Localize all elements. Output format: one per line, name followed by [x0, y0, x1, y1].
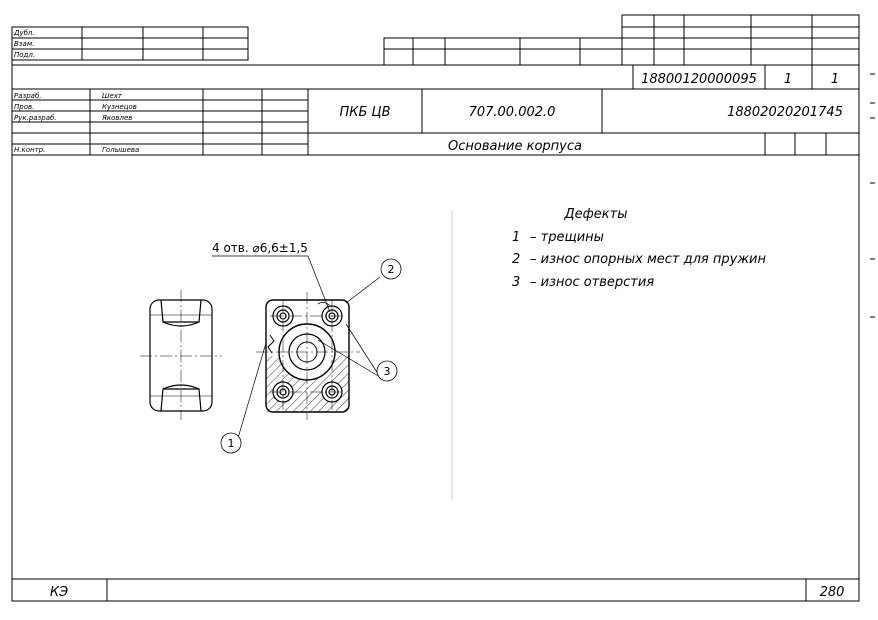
doc-number-top: 18800120000095	[641, 72, 757, 87]
callout-1: 1	[220, 432, 242, 454]
side-view	[140, 290, 222, 420]
svg-text:1: 1	[228, 437, 235, 450]
callout-2: 2	[380, 258, 402, 280]
role-developed-name: Шехт	[102, 92, 123, 100]
organization: ПКБ ЦВ	[339, 105, 390, 120]
drawing-code: 707.00.002.0	[469, 105, 556, 120]
hole-callout: 4 отв. ⌀6,6±1,5	[212, 241, 308, 255]
role-head-label: Рук.разраб.	[14, 114, 57, 122]
role-head-name: Яковлев	[101, 114, 132, 122]
sheets-total: 1	[831, 72, 839, 87]
defects-list: 1 – трещины 2 – износ опорных мест для п…	[512, 230, 766, 290]
role-developed-label: Разраб.	[14, 92, 42, 100]
role-norm-label: Н.контр.	[14, 146, 45, 154]
sheet-number: 1	[784, 72, 792, 87]
role-checked-label: Пров.	[14, 103, 34, 111]
defect-3-num: 3	[512, 275, 520, 290]
defect-2-num: 2	[512, 252, 520, 267]
label-dubl: Дубл.	[13, 29, 35, 37]
role-norm-name: Голышева	[102, 146, 139, 154]
part-name: Основание корпуса	[448, 139, 582, 154]
footer-left: КЭ	[50, 585, 68, 600]
title-block-top	[11, 14, 860, 602]
svg-text:2: 2	[388, 263, 395, 276]
role-checked-name: Кузнецов	[102, 103, 137, 111]
defects-title: Дефекты	[564, 207, 628, 222]
label-vzam: Взам.	[14, 40, 34, 48]
label-podl: Подл.	[14, 51, 35, 59]
svg-text:3: 3	[384, 365, 391, 378]
defect-3-text: – износ отверстия	[530, 275, 654, 290]
defect-1-num: 1	[512, 230, 520, 245]
edge-marks	[870, 73, 875, 318]
front-view	[256, 292, 360, 420]
callout-3: 3	[376, 360, 398, 382]
doc-number-right: 18802020201745	[727, 105, 843, 120]
leader-lines	[212, 255, 381, 439]
footer-right: 280	[820, 585, 845, 600]
defect-1-text: – трещины	[530, 230, 604, 245]
defect-2-text: – износ опорных мест для пружин	[530, 252, 766, 267]
